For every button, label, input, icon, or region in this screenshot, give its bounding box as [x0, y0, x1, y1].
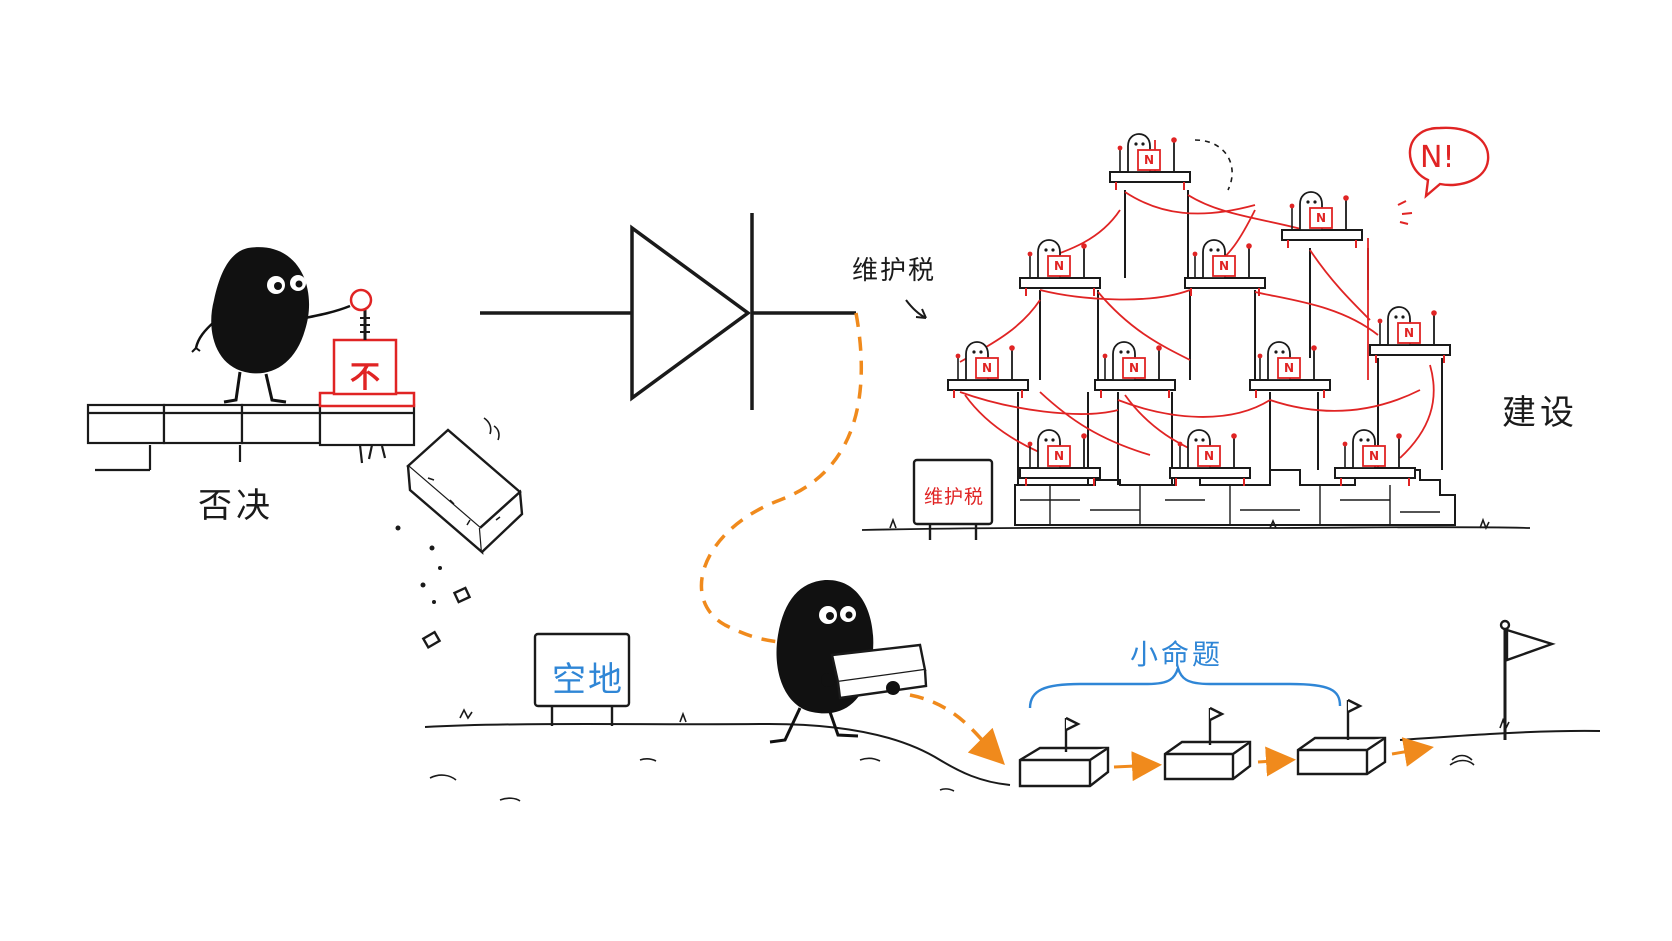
plaque-glyph: N: [1053, 259, 1065, 273]
tax-sign: [912, 458, 994, 540]
maintenance-tax-label: 维护税: [852, 256, 937, 286]
veto-label: 否决: [198, 486, 274, 526]
tower-cables: [959, 140, 1435, 461]
guard-platform: [1369, 306, 1451, 363]
ground: [424, 708, 1601, 802]
tower-poles: [1017, 190, 1443, 485]
tax-sign-text: 维护税: [924, 486, 985, 508]
guard-platform: [1334, 429, 1416, 486]
tax-arrow: [905, 299, 927, 319]
guard-platform: [1094, 341, 1176, 398]
diode-symbol: [480, 213, 856, 410]
guard-platform: [1249, 341, 1331, 398]
plaque-glyph: N: [1218, 259, 1230, 273]
plaque-glyph: N: [1368, 449, 1380, 463]
stepping-blocks: [1018, 619, 1556, 788]
step-arrows: [1113, 737, 1434, 782]
veto-plunger-block: [318, 288, 416, 408]
plaque-glyph: N: [1203, 449, 1215, 463]
plaque-glyph: N: [1283, 361, 1295, 375]
dashed-link: [1194, 139, 1233, 191]
speech-bubble: [1397, 126, 1490, 225]
plaque-glyph: N: [981, 361, 993, 375]
plaque-glyph: N: [1053, 449, 1065, 463]
plaque-glyph: N: [1128, 361, 1140, 375]
guard-platform: [1109, 133, 1191, 190]
tower-platforms: [947, 133, 1451, 486]
guard-platform: [1169, 429, 1251, 486]
tower-ground: [861, 526, 1531, 531]
empty-lot-sign: [533, 632, 631, 726]
propositions-brace: [1028, 663, 1342, 709]
falling-block: [395, 417, 524, 649]
guard-platform: [947, 341, 1029, 398]
plaque-glyph: N: [1403, 326, 1415, 340]
stone-ledge: [86, 403, 416, 472]
veto-bean-character: [191, 247, 351, 404]
guard-platform: [1019, 429, 1101, 486]
build-label: 建设: [1502, 393, 1578, 433]
tower-grass: [889, 517, 1490, 530]
guard-platform: [1019, 239, 1101, 296]
carrier-bean-character: [769, 579, 928, 744]
small-propositions-label: 小命题: [1130, 638, 1224, 671]
empty-lot-sign-text: 空地: [552, 660, 624, 700]
speech-bubble-text: N!: [1420, 140, 1455, 175]
plaque-glyph: N: [1315, 211, 1327, 225]
veto-block-glyph: 不: [350, 360, 380, 395]
guard-platform: [1184, 239, 1266, 296]
guard-platform: [1281, 191, 1363, 248]
plaque-glyph: N: [1143, 153, 1155, 167]
journey-path: [699, 312, 1005, 765]
